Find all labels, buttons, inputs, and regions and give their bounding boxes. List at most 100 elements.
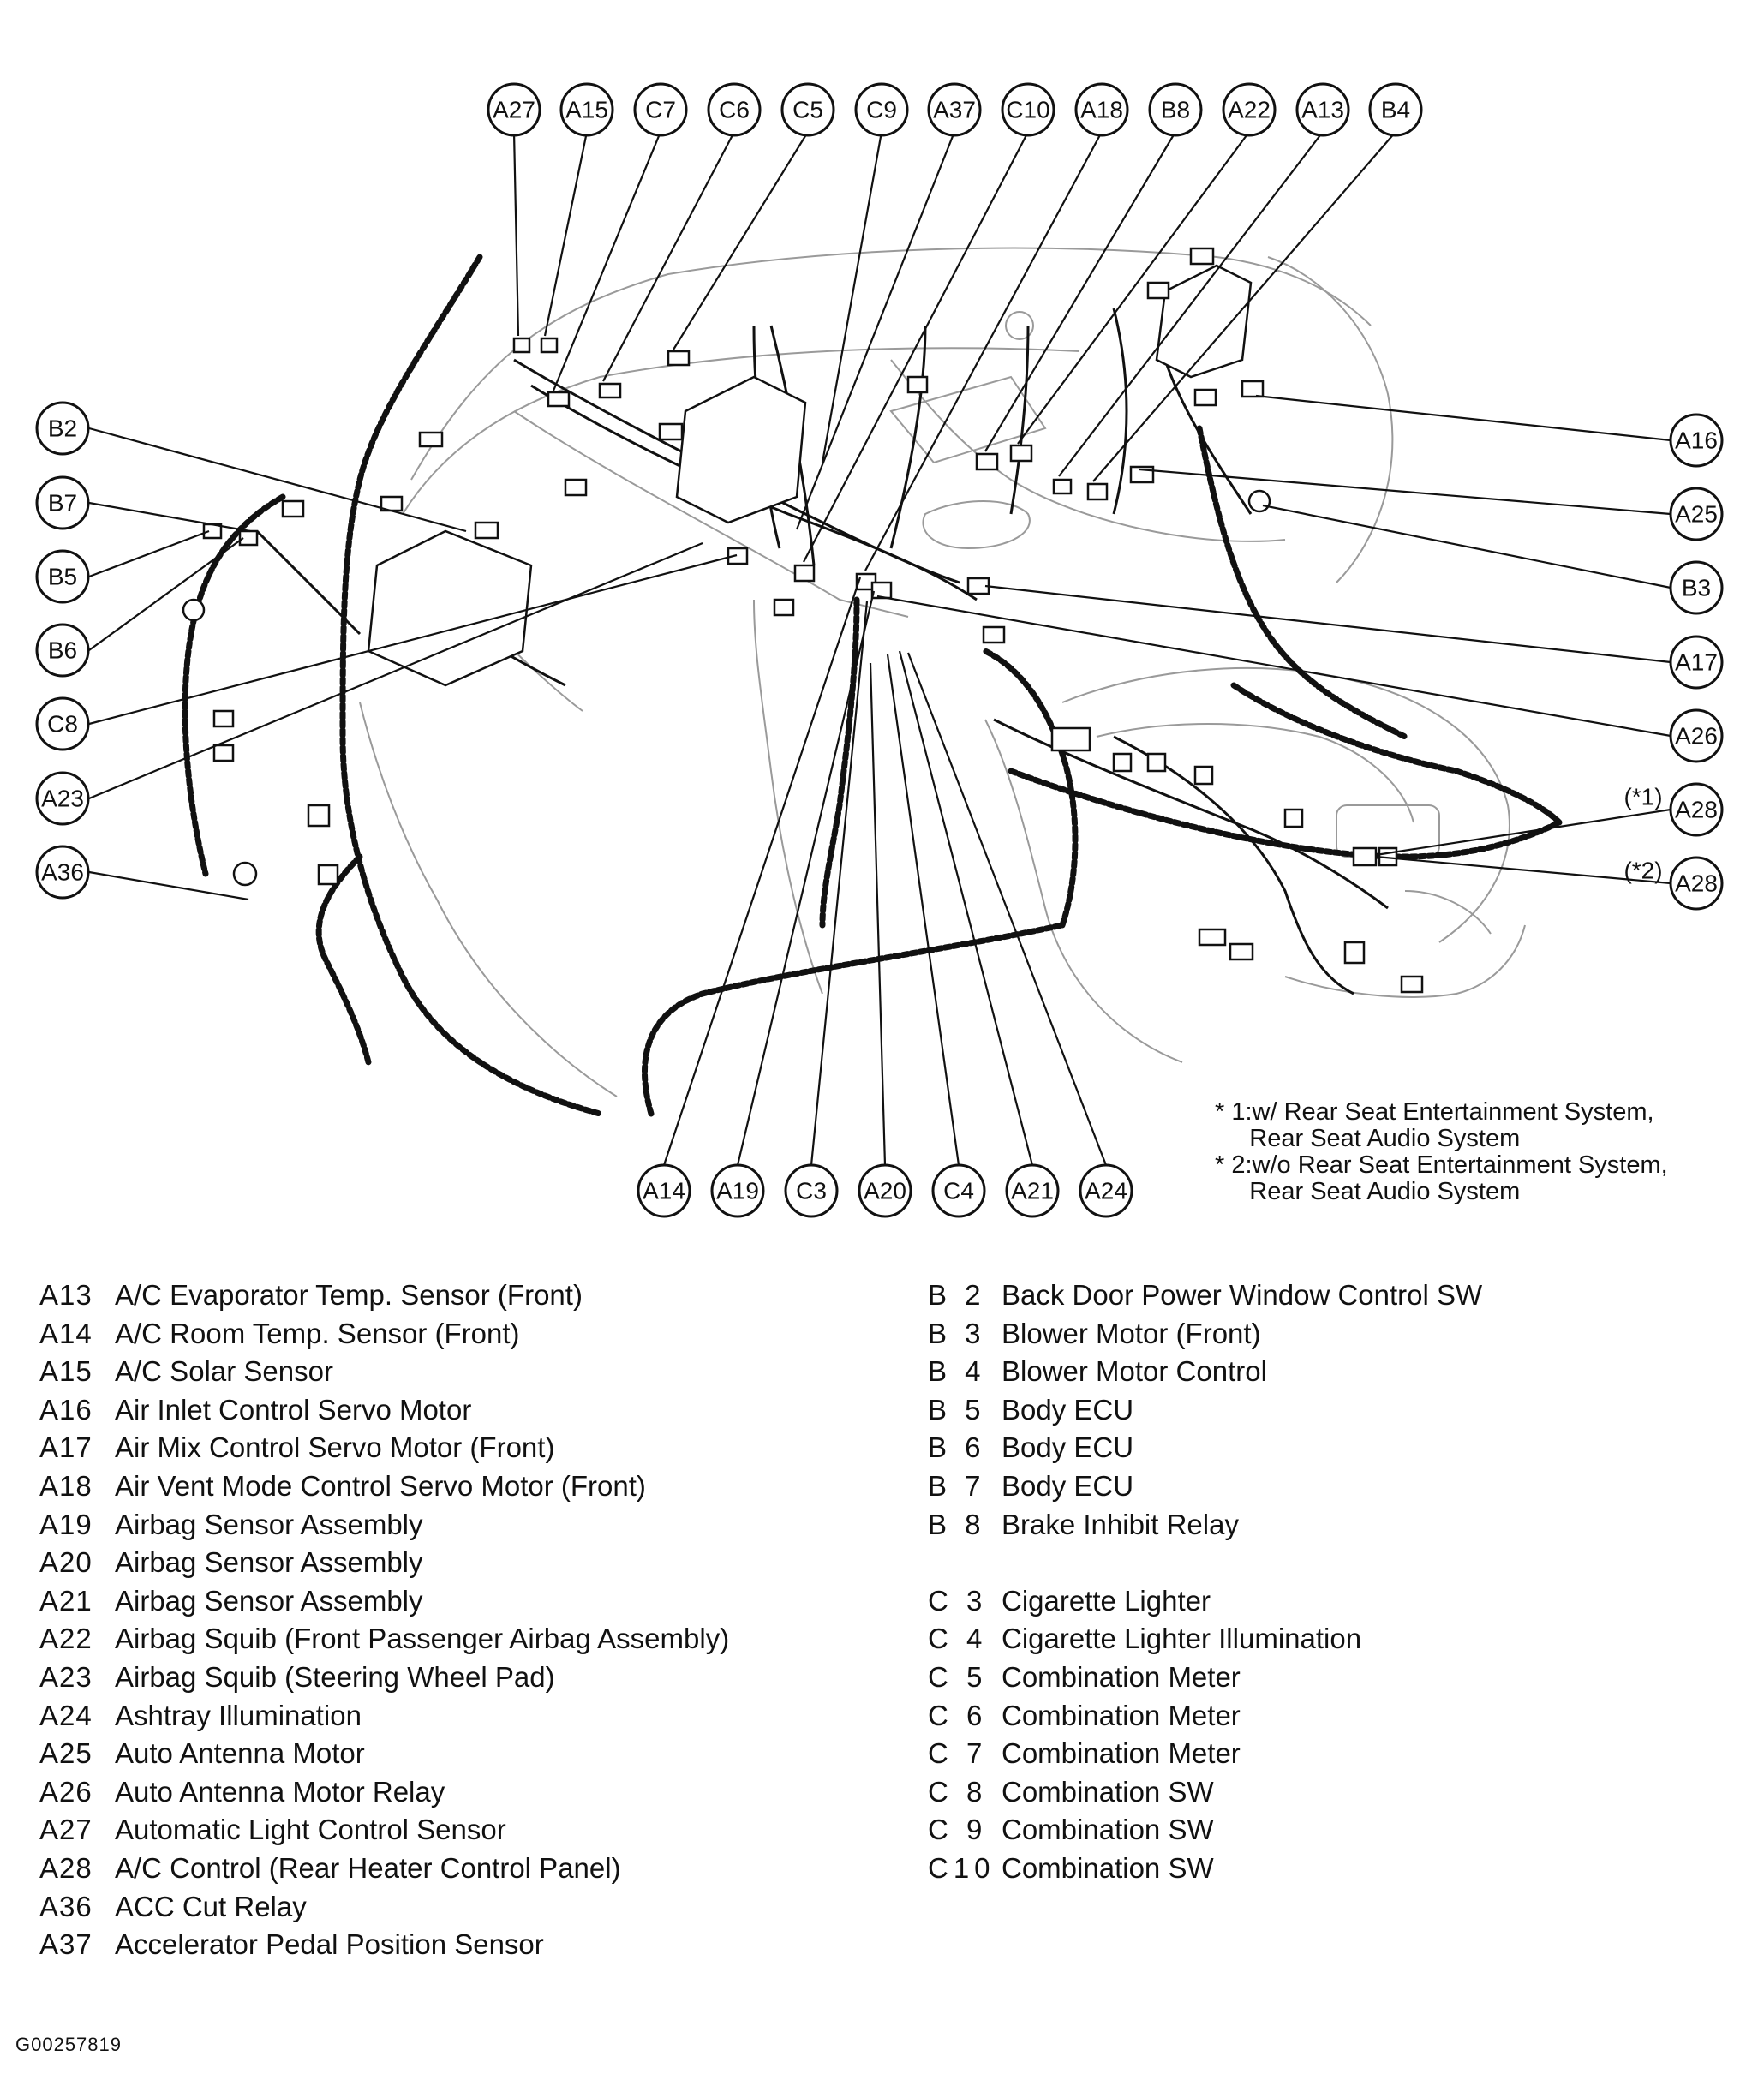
svg-text:C10: C10 [1006,97,1049,123]
callout-B2[interactable]: B2 [35,401,90,456]
callout-A17[interactable]: A17 [1669,635,1724,690]
callout-C4[interactable]: C4 [931,1163,986,1218]
callout-A24[interactable]: A24 [1079,1163,1133,1218]
legend-code: A22 [39,1623,93,1655]
callout-A19[interactable]: A19 [710,1163,765,1218]
legend-row: A14 A/C Room Temp. Sensor (Front) [39,1315,729,1354]
legend-label: Cigarette Lighter [1002,1584,1211,1617]
callout-A16[interactable]: A16 [1669,413,1724,468]
legend-code: B 5 [928,1393,986,1426]
callout-C8[interactable]: C8 [35,696,90,751]
legend-code: A16 [39,1393,93,1426]
fuse-blocks [367,264,1253,687]
legend-code: C 9 [928,1814,988,1846]
legend-code: A37 [39,1928,93,1961]
legend-code: A27 [39,1814,93,1846]
callout-A18[interactable]: A18 [1074,82,1129,137]
callout-A26[interactable]: A26 [1669,708,1724,763]
callout-A25[interactable]: A25 [1669,487,1724,541]
legend-label: Airbag Squib (Front Passenger Airbag Ass… [115,1623,730,1655]
legend-row: A22 Airbag Squib (Front Passenger Airbag … [39,1620,729,1659]
legend-code: A23 [39,1660,93,1693]
callout-A37[interactable]: A37 [927,82,982,137]
legend-code: A36 [39,1890,93,1922]
callout-B4[interactable]: B4 [1368,82,1423,137]
legend-code: A19 [39,1508,93,1540]
legend-label: Air Vent Mode Control Servo Motor (Front… [115,1469,646,1502]
svg-text:C6: C6 [719,97,750,123]
legend-label: Blower Motor Control [1002,1355,1267,1388]
wire-harness [182,254,1563,1117]
callout-B6[interactable]: B6 [35,623,90,678]
legend-code: C10 [928,1851,996,1884]
callout-A21[interactable]: A21 [1005,1163,1060,1218]
legend-label: Combination SW [1002,1775,1214,1808]
callout-B8[interactable]: B8 [1148,82,1203,137]
footnotes: * 1:w/ Rear Seat Entertainment System, R… [1215,1099,1668,1205]
callout-A20[interactable]: A20 [858,1163,912,1218]
svg-text:B2: B2 [48,415,77,442]
legend-label: A/C Room Temp. Sensor (Front) [115,1317,520,1349]
svg-text:C3: C3 [796,1178,827,1204]
callout-A22[interactable]: A22 [1222,82,1277,137]
svg-text:A13: A13 [1301,97,1344,123]
callout-C6[interactable]: C6 [707,82,762,137]
legend-label: Airbag Sensor Assembly [115,1508,423,1540]
callout-C3[interactable]: C3 [784,1163,839,1218]
callout-C9[interactable]: C9 [854,82,909,137]
callout-C7[interactable]: C7 [633,82,688,137]
callout-A13[interactable]: A13 [1295,82,1350,137]
footnote-line: * 1:w/ Rear Seat Entertainment System, [1215,1098,1654,1126]
legend-label: Body ECU [1002,1469,1134,1502]
svg-text:A36: A36 [41,859,84,886]
svg-text:A23: A23 [41,786,84,812]
svg-text:A22: A22 [1228,97,1271,123]
callout-A23[interactable]: A23 [35,771,90,826]
callout-A14[interactable]: A14 [637,1163,691,1218]
footnote-line: Rear Seat Audio System [1215,1125,1521,1152]
legend-code: B 6 [928,1431,986,1464]
svg-text:B3: B3 [1682,575,1711,601]
legend-row: A18 Air Vent Mode Control Servo Motor (Fr… [39,1467,729,1506]
svg-text:C5: C5 [792,97,823,123]
callout-B5[interactable]: B5 [35,549,90,604]
legend-code: A14 [39,1317,93,1349]
callout-A15[interactable]: A15 [559,82,614,137]
figure-id: G00257819 [15,2034,122,2055]
legend-label: Auto Antenna Motor [115,1737,365,1770]
callout-C5[interactable]: C5 [780,82,835,137]
legend-label: A/C Control (Rear Heater Control Panel) [115,1851,621,1884]
callout-A28-w-rse[interactable]: A28 [1669,782,1724,837]
callout-B7[interactable]: B7 [35,475,90,530]
legend-code: A18 [39,1469,93,1502]
callout-tag-2: (*2) [1623,858,1662,884]
legend-label: Brake Inhibit Relay [1002,1508,1239,1540]
legend-code: B 8 [928,1508,986,1540]
callout-C10[interactable]: C10 [1001,82,1055,137]
callout-A36[interactable]: A36 [35,845,90,900]
legend-code: B 7 [928,1469,986,1502]
legend-label: Combination SW [1002,1851,1214,1884]
svg-text:A16: A16 [1675,427,1718,454]
legend-label: Combination Meter [1002,1660,1241,1693]
legend-code: A21 [39,1584,93,1617]
callout-A28-wo-rse[interactable]: A28 [1669,856,1724,911]
callout-A27[interactable]: A27 [487,82,541,137]
callout-B3[interactable]: B3 [1669,560,1724,615]
